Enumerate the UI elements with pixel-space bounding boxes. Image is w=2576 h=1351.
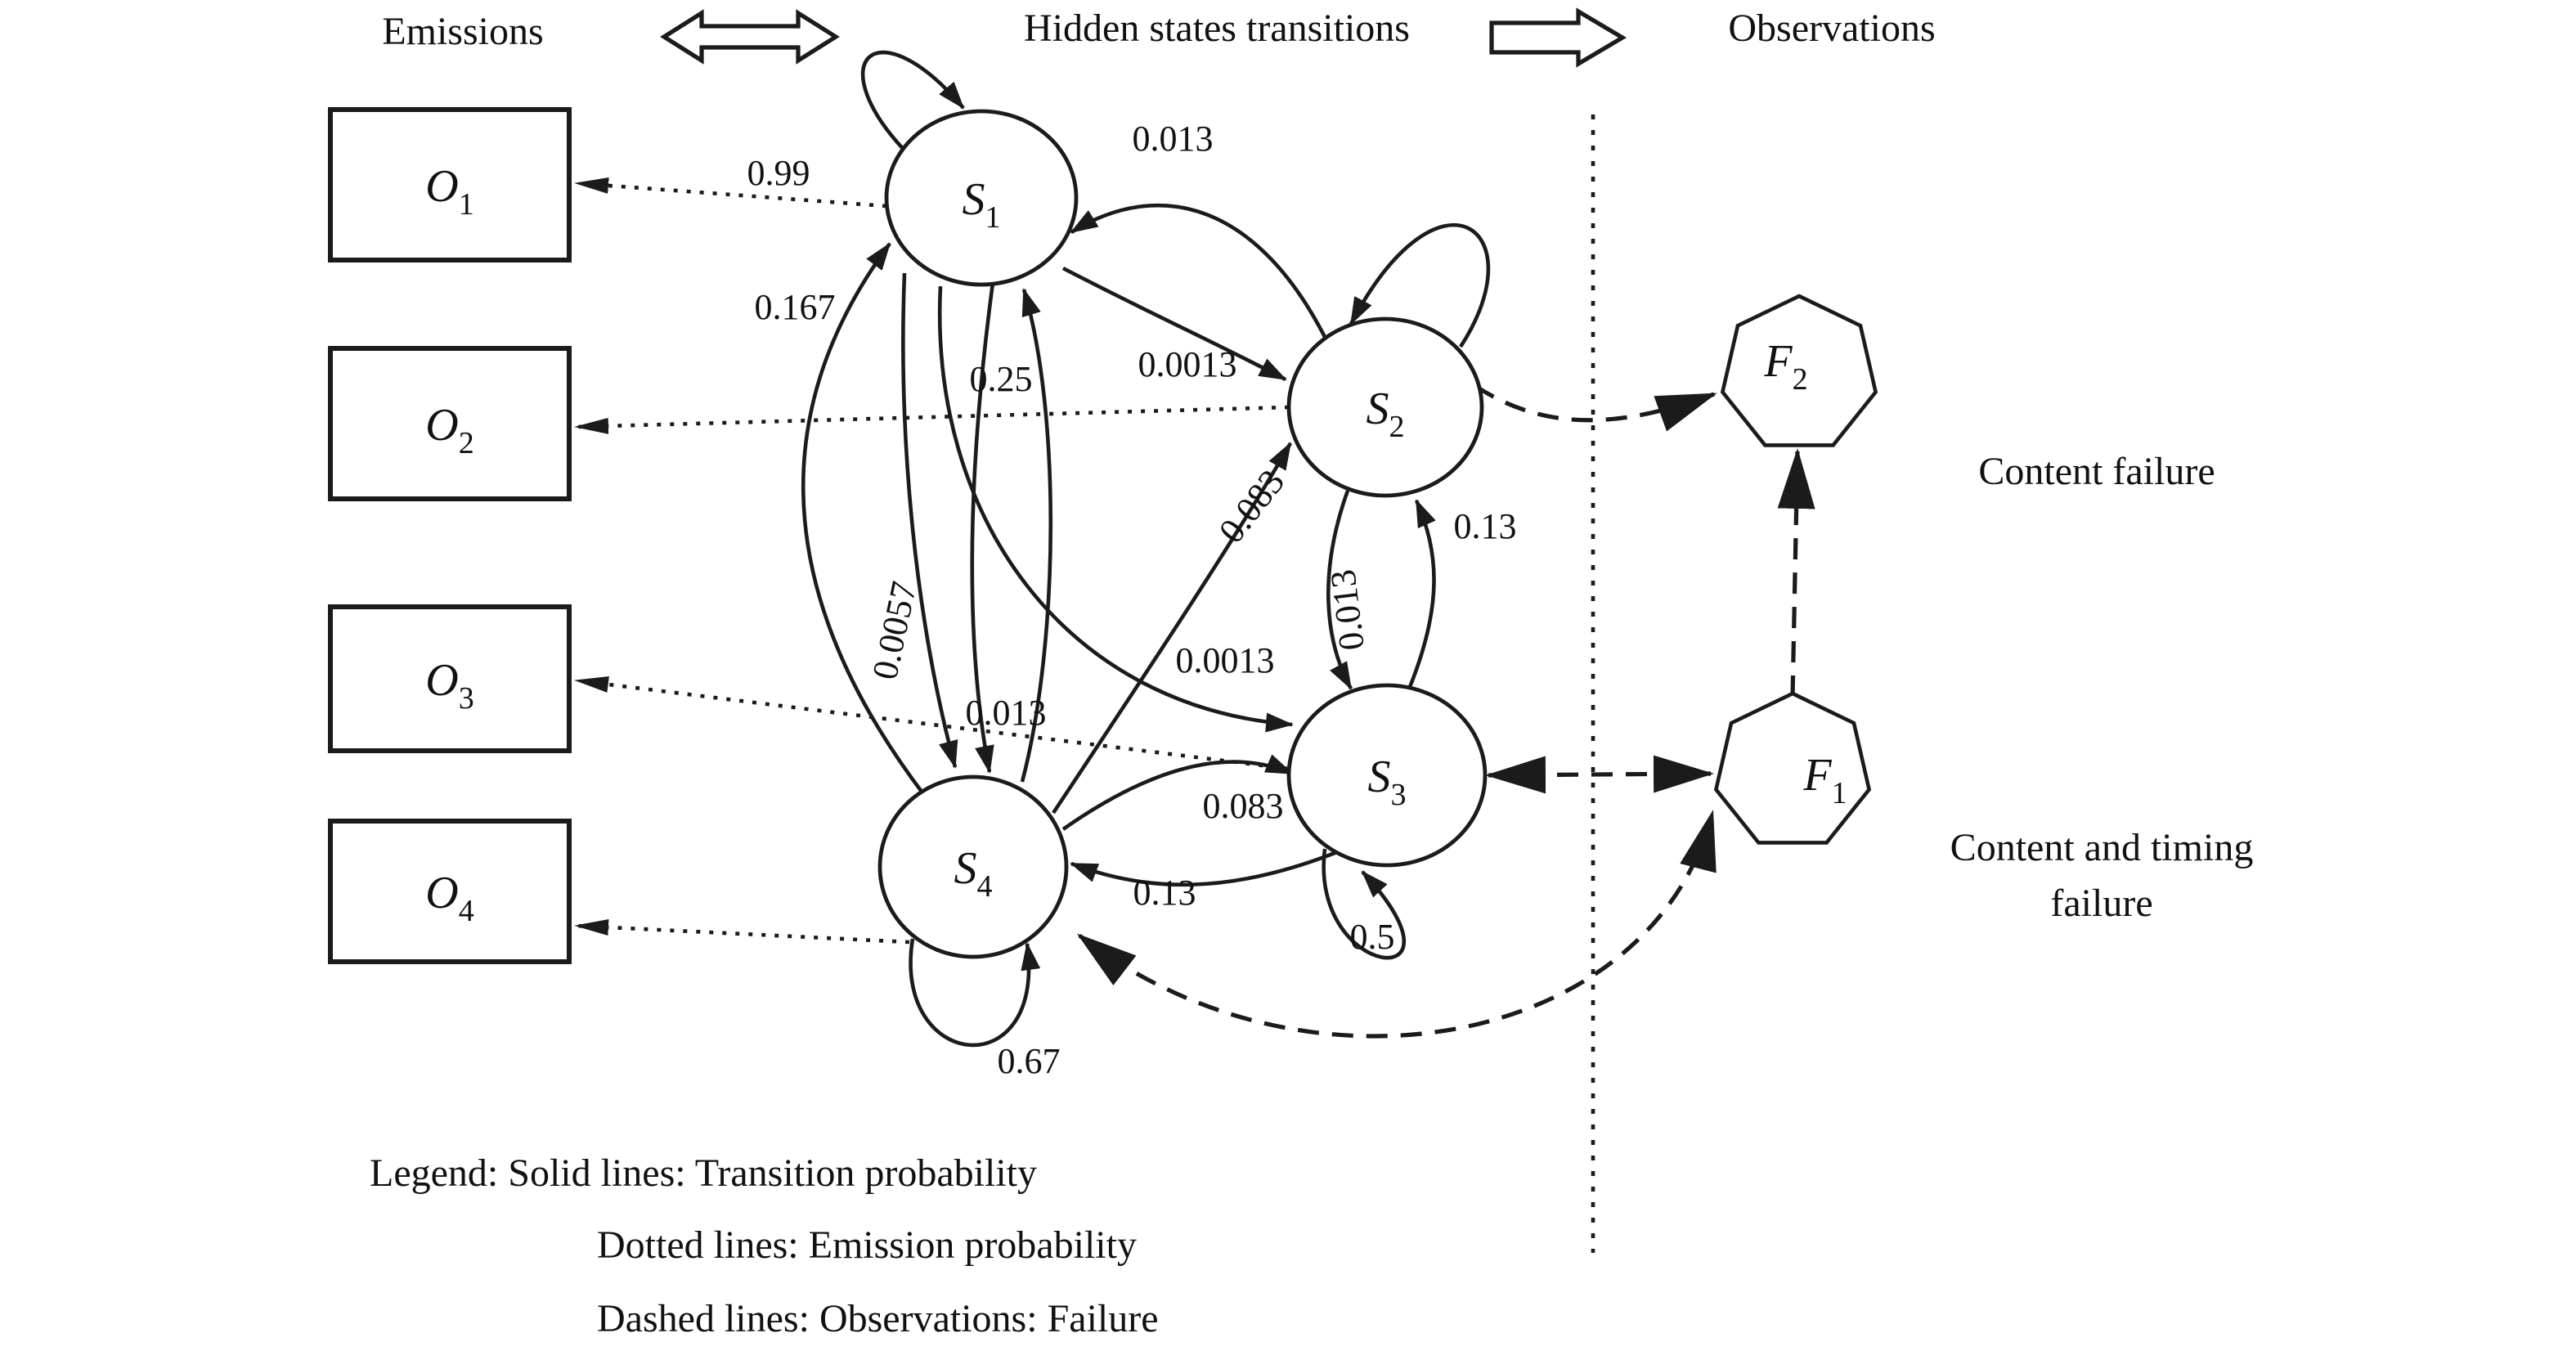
state-node-S1 [884, 109, 1079, 287]
s1-self-loop-label: 0.99 [747, 153, 810, 193]
failure-label-F2: F2 [1763, 336, 1807, 397]
observation-box-O2 [328, 346, 572, 501]
state-label-S4: S4 [954, 843, 993, 904]
observation-label-O2-subscript: 2 [459, 426, 474, 460]
s1-to-s3-edge [937, 285, 1294, 733]
state-node-S4 [877, 774, 1069, 959]
failure-s3-f1-edge [1485, 755, 1714, 794]
content-timing-failure-label-line-2: failure [2050, 882, 2152, 925]
emission-s3-to-o3-edge [574, 676, 1290, 771]
s3-to-s4-edge [1070, 848, 1342, 887]
failure-node-F1 [1713, 691, 1872, 845]
failure-s4-f1-edge [1076, 810, 1717, 1039]
s3-to-s2-label: 0.13 [1454, 506, 1517, 546]
state-node-S3 [1286, 683, 1488, 868]
s2-self-loop-edge [1349, 222, 1491, 348]
emission-s2-to-o2-edge [574, 405, 1290, 434]
s3-to-s4-label: 0.13 [1133, 873, 1196, 913]
legend-solid-line: Legend: Solid lines: Transition probabil… [370, 1151, 1037, 1195]
s1-to-s4-left-edge [901, 272, 958, 769]
emissions-title: Emissions [382, 10, 543, 53]
state-label-S3-subscript: 3 [1391, 778, 1407, 812]
content-timing-failure-label-line-1: Content and timing [1950, 826, 2254, 869]
observation-label-O4-subscript: 4 [459, 894, 474, 928]
legend-dotted-line: Dotted lines: Emission probability [597, 1223, 1137, 1267]
s4-to-s1-outer-edge [801, 242, 926, 797]
state-label-S4-subscript: 4 [977, 869, 993, 904]
state-label-S1-subscript: 1 [985, 200, 1001, 235]
s2-to-s3-label: 0.013 [1322, 568, 1372, 653]
observation-label-O1: O1 [425, 161, 473, 222]
s1-to-s2-label: 0.0013 [1138, 344, 1237, 384]
s1-to-s4-right-label: 0.013 [966, 693, 1047, 733]
failure-label-F2-subscript: 2 [1793, 362, 1808, 397]
s1-to-s4-left-label: 0.0057 [864, 578, 924, 684]
observation-box-O3 [328, 604, 572, 753]
s2-to-s1-edge [1070, 203, 1331, 345]
failure-f1-to-f2-edge [1777, 448, 1815, 698]
s4-to-s1-outer-label: 0.167 [755, 287, 836, 327]
failure-s2-to-f2-edge [1474, 384, 1717, 432]
content-failure-label: Content failure [1978, 450, 2215, 493]
s4-self-loop-label: 0.67 [998, 1041, 1061, 1081]
double-arrow-icon [660, 9, 840, 65]
observation-label-O3-subscript: 3 [459, 681, 474, 716]
edges-layer [574, 50, 1815, 1253]
legend-dashed-line: Dashed lines: Observations: Failure [597, 1297, 1159, 1340]
state-node-S2 [1286, 316, 1484, 498]
s4-to-s3-label: 0.083 [1203, 786, 1284, 826]
s3-self-loop-label: 0.5 [1350, 917, 1395, 957]
failure-label-F1-subscript: 1 [1832, 776, 1847, 810]
observation-label-O1-subscript: 1 [459, 187, 474, 222]
hidden-states-title: Hidden states transitions [1024, 7, 1410, 50]
emission-s1-to-o1-edge [574, 177, 887, 209]
text-layer: 0.99 0.013 0.0013 0.013 0.13 0.5 0.67 0.167 0.00… [370, 7, 2253, 1340]
s2-to-s3-edge [1326, 490, 1353, 690]
nodes-layer [328, 107, 1878, 964]
s1-to-s4-right-edge [970, 282, 995, 774]
failure-node-F2 [1720, 294, 1878, 447]
state-label-S2-subscript: 2 [1389, 410, 1405, 444]
s4-to-s2-edge [1052, 442, 1292, 815]
emission-s4-to-o4-edge [574, 918, 910, 945]
s4-to-s3-edge [1061, 754, 1294, 831]
s1-self-loop-edge [860, 50, 965, 157]
s1-to-s3-label: 0.0013 [1176, 640, 1275, 680]
s4-to-s1-inner-edge [1020, 288, 1053, 783]
s4-to-s1-inner-label: 0.25 [970, 359, 1033, 399]
failure-label-F1: F1 [1802, 750, 1847, 810]
s3-to-s2-edge [1407, 499, 1436, 688]
observation-box-O4 [328, 819, 572, 964]
s2-to-s1-label: 0.013 [1133, 119, 1214, 159]
s4-to-s2-label: 0.083 [1211, 462, 1293, 550]
observation-box-O1 [328, 107, 572, 263]
s1-to-s2-edge [1061, 266, 1287, 382]
right-arrow-icon [1489, 7, 1627, 68]
observations-title: Observations [1728, 7, 1935, 50]
s4-self-loop-edge [909, 938, 1041, 1048]
